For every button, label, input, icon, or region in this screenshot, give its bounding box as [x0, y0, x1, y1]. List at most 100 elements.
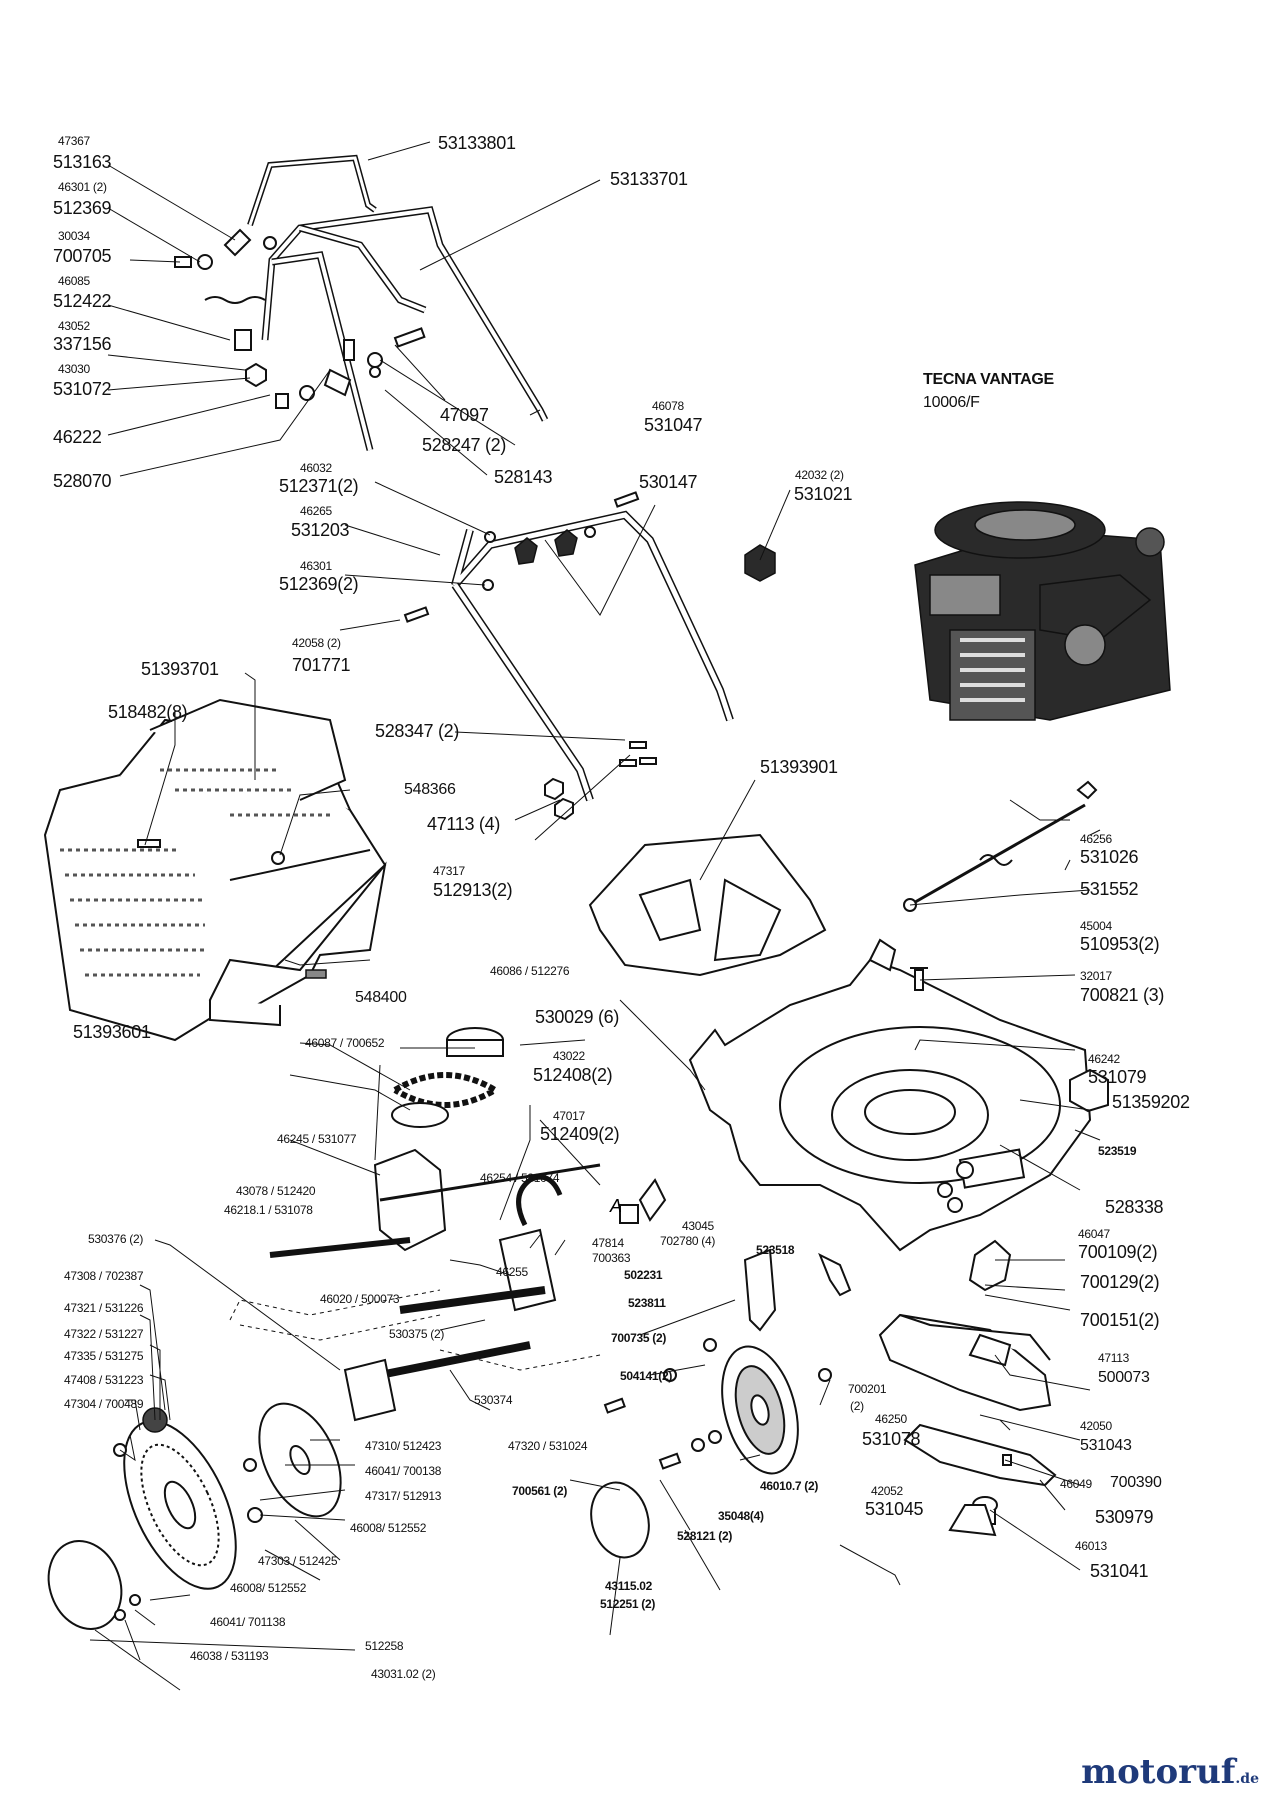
watermark-name: motoruf	[1081, 1752, 1236, 1792]
label-43115-02: 43115.02	[605, 1579, 652, 1593]
label-531079: 531079	[1088, 1067, 1147, 1087]
label-53133701: 53133701	[610, 169, 688, 189]
label-46041-700138: 46041/ 700138	[365, 1464, 442, 1478]
label-510953-2: 510953(2)	[1080, 934, 1160, 954]
label-512409-2: 512409(2)	[540, 1124, 620, 1144]
blade-assembly	[878, 1161, 1057, 1537]
label-512251-2: 512251 (2)	[600, 1597, 656, 1611]
label-46086-512276: 46086 / 512276	[490, 964, 570, 978]
label-700201-qty: (2)	[850, 1399, 864, 1413]
label-47097: 47097	[440, 405, 489, 425]
label-518482-8: 518482(8)	[108, 702, 188, 722]
label-47321-531226: 47321 / 531226	[64, 1301, 144, 1315]
label-512422: 512422	[53, 291, 112, 311]
upper-handle-hardware	[174, 228, 426, 409]
label-46008-512552-a: 46008/ 512552	[350, 1521, 427, 1535]
label-35048-4: 35048(4)	[718, 1509, 764, 1523]
label-700109-2: 700109(2)	[1078, 1242, 1158, 1262]
grass-catcher-texture	[60, 768, 330, 977]
label-46041-701138: 46041/ 701138	[210, 1615, 286, 1629]
label-528143: 528143	[494, 467, 553, 487]
label-46218-531078: 46218.1 / 531078	[224, 1203, 313, 1217]
label-700561-2: 700561 (2)	[512, 1484, 568, 1498]
label-43045: 43045	[682, 1219, 714, 1233]
rear-wheel-left	[47, 1402, 342, 1630]
label-46010-7-2: 46010.7 (2)	[760, 1479, 819, 1493]
label-46254-531074: 46254 / 531074	[480, 1171, 560, 1185]
label-47317: 47317	[433, 864, 465, 878]
label-701771: 701771	[292, 655, 351, 675]
label-530029-6: 530029 (6)	[535, 1007, 620, 1027]
gearbox-drive: A	[229, 1027, 667, 1422]
label-47408-531223: 47408 / 531223	[64, 1373, 144, 1387]
label-46250: 46250	[875, 1412, 907, 1426]
label-51393701: 51393701	[141, 659, 219, 679]
label-42050: 42050	[1080, 1419, 1112, 1433]
label-46265: 46265	[300, 504, 332, 518]
label-46032: 46032	[300, 461, 332, 475]
label-531078: 531078	[862, 1429, 921, 1449]
label-512369-2: 512369(2)	[279, 574, 359, 594]
label-46301-2: 46301 (2)	[58, 180, 107, 194]
label-530979: 530979	[1095, 1507, 1154, 1527]
label-46078: 46078	[652, 399, 684, 413]
label-702780-4: 702780 (4)	[660, 1234, 716, 1248]
label-700363: 700363	[592, 1251, 631, 1265]
label-530374: 530374	[474, 1393, 513, 1407]
lower-handle-hardware	[403, 491, 776, 821]
label-46242: 46242	[1088, 1052, 1120, 1066]
label-46049: 46049	[1060, 1477, 1092, 1491]
label-700735-2: 700735 (2)	[611, 1331, 667, 1345]
throttle-cable	[903, 780, 1098, 991]
label-32017: 32017	[1080, 969, 1112, 983]
label-46255: 46255	[496, 1265, 528, 1279]
label-46013: 46013	[1075, 1539, 1107, 1553]
label-512913-2: 512913(2)	[433, 880, 513, 900]
label-337156: 337156	[53, 334, 112, 354]
label-51393901: 51393901	[760, 757, 838, 777]
label-523519: 523519	[1098, 1144, 1137, 1158]
label-43031-02-2: 43031.02 (2)	[371, 1667, 436, 1681]
label-46301: 46301	[300, 559, 332, 573]
label-47317-512913: 47317/ 512913	[365, 1489, 442, 1503]
label-43022: 43022	[553, 1049, 585, 1063]
label-531043: 531043	[1080, 1437, 1132, 1454]
label-46245-531077: 46245 / 531077	[277, 1132, 357, 1146]
engine-illustration	[914, 501, 1171, 721]
label-700705: 700705	[53, 246, 112, 266]
label-531026: 531026	[1080, 847, 1139, 867]
ref-letter-a: A	[609, 1196, 622, 1216]
watermark-tld: .de	[1235, 1771, 1259, 1787]
label-46008-512552-b: 46008/ 512552	[230, 1581, 307, 1595]
label-700129-2: 700129(2)	[1080, 1272, 1160, 1292]
label-531072: 531072	[53, 379, 112, 399]
upper-handle	[247, 154, 549, 451]
label-47308-702387: 47308 / 702387	[64, 1269, 144, 1283]
label-47303-512425: 47303 / 512425	[258, 1554, 338, 1568]
label-700201: 700201	[848, 1382, 887, 1396]
label-531047: 531047	[644, 415, 703, 435]
label-47335-531275: 47335 / 531275	[64, 1349, 144, 1363]
label-43052: 43052	[58, 319, 90, 333]
label-43078-512420: 43078 / 512420	[236, 1184, 316, 1198]
label-523811: 523811	[628, 1296, 666, 1310]
label-528347-2: 528347 (2)	[375, 721, 460, 741]
label-51393601: 51393601	[73, 1022, 151, 1042]
label-47322-531227: 47322 / 531227	[64, 1327, 144, 1341]
label-512371-2: 512371(2)	[279, 476, 359, 496]
leader-lines	[89, 141, 1101, 1691]
label-46047: 46047	[1078, 1227, 1110, 1241]
mower-deck	[688, 938, 1109, 1252]
label-42052: 42052	[871, 1484, 903, 1498]
label-43030: 43030	[58, 362, 90, 376]
label-30034: 30034	[58, 229, 90, 243]
label-512258: 512258	[365, 1639, 404, 1653]
label-528070: 528070	[53, 471, 112, 491]
engine-model: TECNA VANTAGE	[923, 371, 1054, 388]
label-528121-2: 528121 (2)	[677, 1529, 733, 1543]
label-531552: 531552	[1080, 879, 1139, 899]
label-500073: 500073	[1098, 1369, 1150, 1386]
label-528338: 528338	[1105, 1197, 1164, 1217]
label-548366: 548366	[404, 781, 456, 798]
